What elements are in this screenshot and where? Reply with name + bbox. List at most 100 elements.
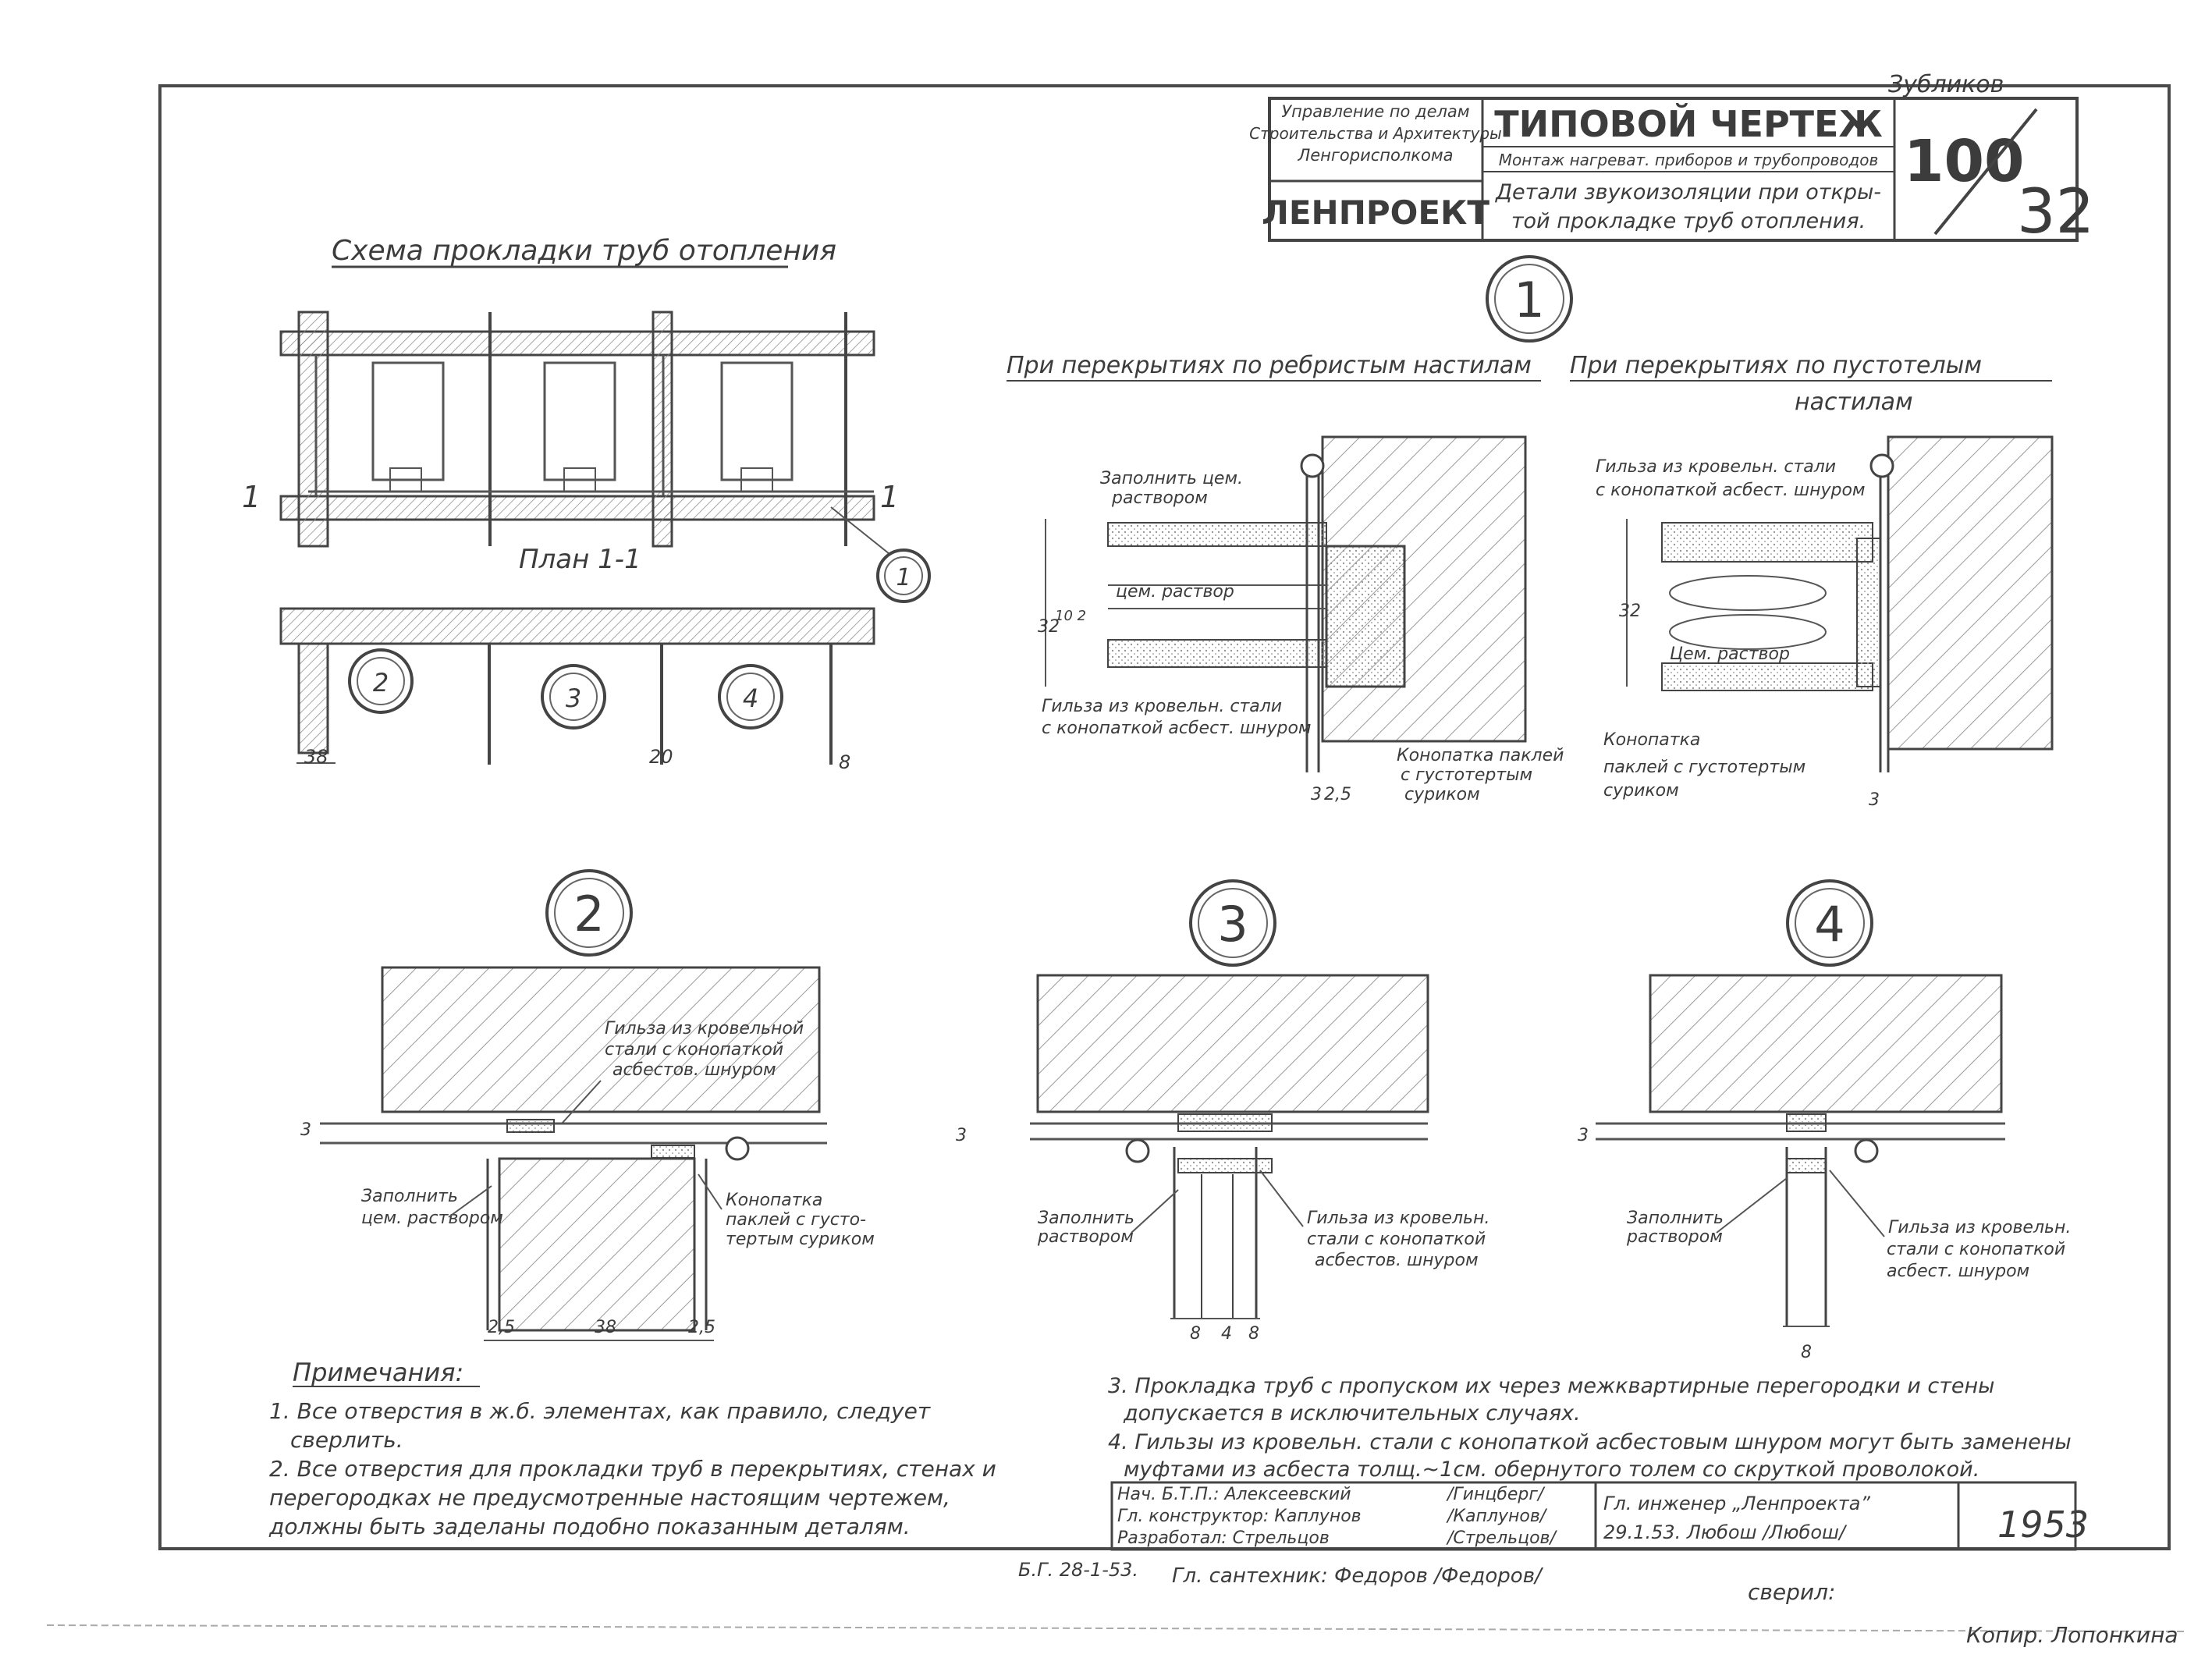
section-mark-left: 1 (242, 480, 261, 514)
d3-dim-3: 8 (1248, 1324, 1259, 1344)
d3-dim-1: 8 (1190, 1324, 1201, 1344)
d1-right-label-5: суриком (1603, 781, 1679, 801)
d1-left-dim-1: 10 2 (1055, 608, 1086, 624)
detail-3-marker (1189, 879, 1276, 967)
sig-chief: Гл. инженер „Ленпроекта” (1603, 1493, 1870, 1514)
d4-label-3: стали с конопаткой (1887, 1240, 2065, 1259)
svg-text:2: 2 (373, 668, 389, 698)
detail-1-right-caption-1: При перекрытиях по пустотелым (1570, 352, 1982, 379)
d1-left-dim-2: 3 (1311, 785, 1322, 804)
note-line-8: 4. Гильзы из кровельн. стали с конопатко… (1108, 1430, 2072, 1454)
bottom-trim-line (46, 1624, 2185, 1632)
d4-dim-1: 8 (1801, 1343, 1812, 1362)
plan-dim-38: 38 (304, 746, 328, 768)
note-line-6: 3. Прокладка труб с пропуском их через м… (1108, 1374, 1995, 1398)
checked-label: сверил: (1748, 1579, 1835, 1605)
svg-text:2: 2 (573, 886, 604, 943)
d1-left-dim-3: 2,5 (1324, 785, 1351, 804)
d2-label-4: цем. раствором (361, 1209, 503, 1228)
title-org: ЛЕНПРОЕКТ (1262, 193, 1489, 232)
d1-left-label-7: суриком (1404, 785, 1480, 804)
sig-role-1: Нач. Б.Т.П.: Алексеевский (1117, 1485, 1351, 1504)
d1-left-label-3: Гильза из кровельн. стали (1042, 697, 1282, 716)
d1-left-label-1: раствором (1111, 488, 1208, 508)
d2-label-7: тертым суриком (726, 1230, 875, 1249)
plan-dim-8: 8 (839, 751, 850, 773)
signature-block: Нач. Б.Т.П.: Алексеевский /Гинцберг/ Гл.… (1110, 1481, 2089, 1551)
detail-1-left-drawing: Заполнить цем. раствором цем. раствор Ги… (1038, 435, 1564, 804)
title-block: Управление по делам Строительства и Архи… (1249, 97, 2094, 247)
title-subject: Монтаж нагреват. приборов и трубопроводо… (1499, 151, 1879, 169)
svg-text:4: 4 (743, 683, 758, 713)
title-authority-line-2: Строительства и Архитектуры (1249, 124, 1502, 143)
title-doc-type: ТИПОВОЙ ЧЕРТЕЖ (1494, 103, 1883, 145)
note-line-3: 2. Все отверстия для прокладки труб в пе… (269, 1456, 996, 1482)
sig-name-1: /Гинцберг/ (1446, 1485, 1546, 1504)
d4-label-1: раствором (1626, 1227, 1723, 1247)
sheet-number-bottom: 32 (2017, 177, 2094, 247)
corner-bottom-right: Копир. Лопонкина (1966, 1622, 2178, 1648)
detail-2-drawing: Гильза из кровельной стали с конопаткой … (300, 966, 875, 1341)
sig-chief-line: 29.1.53. Любош /Любош/ (1603, 1521, 1848, 1543)
title-authority-line-1: Управление по делам (1281, 102, 1469, 121)
plan-dim-20: 20 (649, 746, 673, 768)
notes-heading: Примечания: (293, 1358, 463, 1387)
d1-right-dim-0: 32 (1619, 602, 1641, 621)
bottom-left-note: Б.Г. 28-1-53. (1018, 1559, 1138, 1581)
title-authority-line-3: Ленгорисполкома (1297, 146, 1453, 165)
d3-label-2: Гильза из кровельн. (1307, 1209, 1489, 1228)
detail-ref-3 (541, 664, 606, 730)
d2-dim-3: 2,5 (688, 1318, 715, 1337)
d2-dim-0: 3 (300, 1120, 311, 1140)
title-line-2: той прокладке труб отопления. (1511, 209, 1866, 233)
note-line-9: муфтами из асбеста толщ.~1см. обернутого… (1124, 1457, 1979, 1482)
sig-role-3: Разработал: Стрельцов (1117, 1528, 1330, 1548)
d3-label-4: асбестов. шнуром (1315, 1251, 1479, 1270)
detail-4-drawing: Заполнить раствором Гильза из кровельн. … (1578, 974, 2071, 1362)
note-line-1: 1. Все отверстия в ж.б. элементах, как п… (269, 1398, 931, 1424)
d2-label-5: Конопатка (726, 1191, 822, 1210)
corner-top-right: Зубликов (1888, 71, 2004, 98)
note-line-5: должны быть заделаны подобно показанным … (268, 1514, 911, 1539)
d3-label-0: Заполнить (1038, 1209, 1134, 1228)
sig-name-2: /Каплунов/ (1446, 1507, 1548, 1526)
d1-left-label-5: Конопатка паклей (1397, 746, 1564, 765)
d2-dim-1: 2,5 (488, 1318, 515, 1337)
d2-label-2: асбестов. шнуром (612, 1060, 776, 1080)
detail-ref-2 (348, 648, 414, 714)
svg-text:3: 3 (1217, 896, 1248, 953)
note-line-2: сверлить. (290, 1427, 403, 1453)
detail-3-drawing: Заполнить раствором Гильза из кровельн. … (956, 974, 1489, 1344)
sheet-number-top: 100 (1904, 128, 2024, 195)
detail-1-marker (1486, 255, 1573, 343)
note-line-7: допускается в исключительных случаях. (1123, 1401, 1581, 1425)
d2-label-3: Заполнить (361, 1187, 458, 1206)
detail-ref-4 (718, 664, 783, 730)
d1-left-label-4: с конопаткой асбест. шнуром (1042, 719, 1312, 738)
d3-dim-2: 4 (1221, 1324, 1232, 1344)
plan-title: План 1-1 (519, 544, 641, 575)
d4-dim-0: 3 (1578, 1126, 1589, 1145)
plan-section: 2 3 4 38 20 8 (279, 607, 875, 773)
d4-label-2: Гильза из кровельн. (1888, 1218, 2071, 1237)
scheme-title: Схема прокладки труб отопления (332, 235, 836, 267)
sig-role-2: Гл. конструктор: Каплунов (1117, 1507, 1362, 1526)
sig-year: 1953 (1997, 1503, 2089, 1546)
sig-name-3: /Стрельцов/ (1446, 1528, 1558, 1548)
d1-right-label-3: Конопатка (1603, 730, 1700, 750)
d1-left-label-2: цем. раствор (1116, 582, 1234, 602)
d3-label-1: раствором (1037, 1227, 1134, 1247)
d2-dim-2: 38 (595, 1318, 616, 1337)
d1-right-label-0: Гильза из кровельн. стали (1596, 457, 1836, 477)
bottom-mid-note: Гл. сантехник: Федоров /Федоров/ (1172, 1564, 1544, 1588)
detail-2-marker (545, 869, 633, 957)
section-mark-right: 1 (880, 480, 899, 514)
d2-label-0: Гильза из кровельной (605, 1019, 804, 1038)
d1-left-label-6: с густотертым (1401, 765, 1532, 785)
detail-1-right-caption-2: настилам (1795, 389, 1913, 416)
d1-left-dim-0: 32 (1038, 617, 1060, 637)
d3-dim-0: 3 (956, 1126, 967, 1145)
note-line-4: перегородках не предусмотренные настоящи… (269, 1485, 950, 1511)
sheet-frame (158, 84, 2171, 1550)
